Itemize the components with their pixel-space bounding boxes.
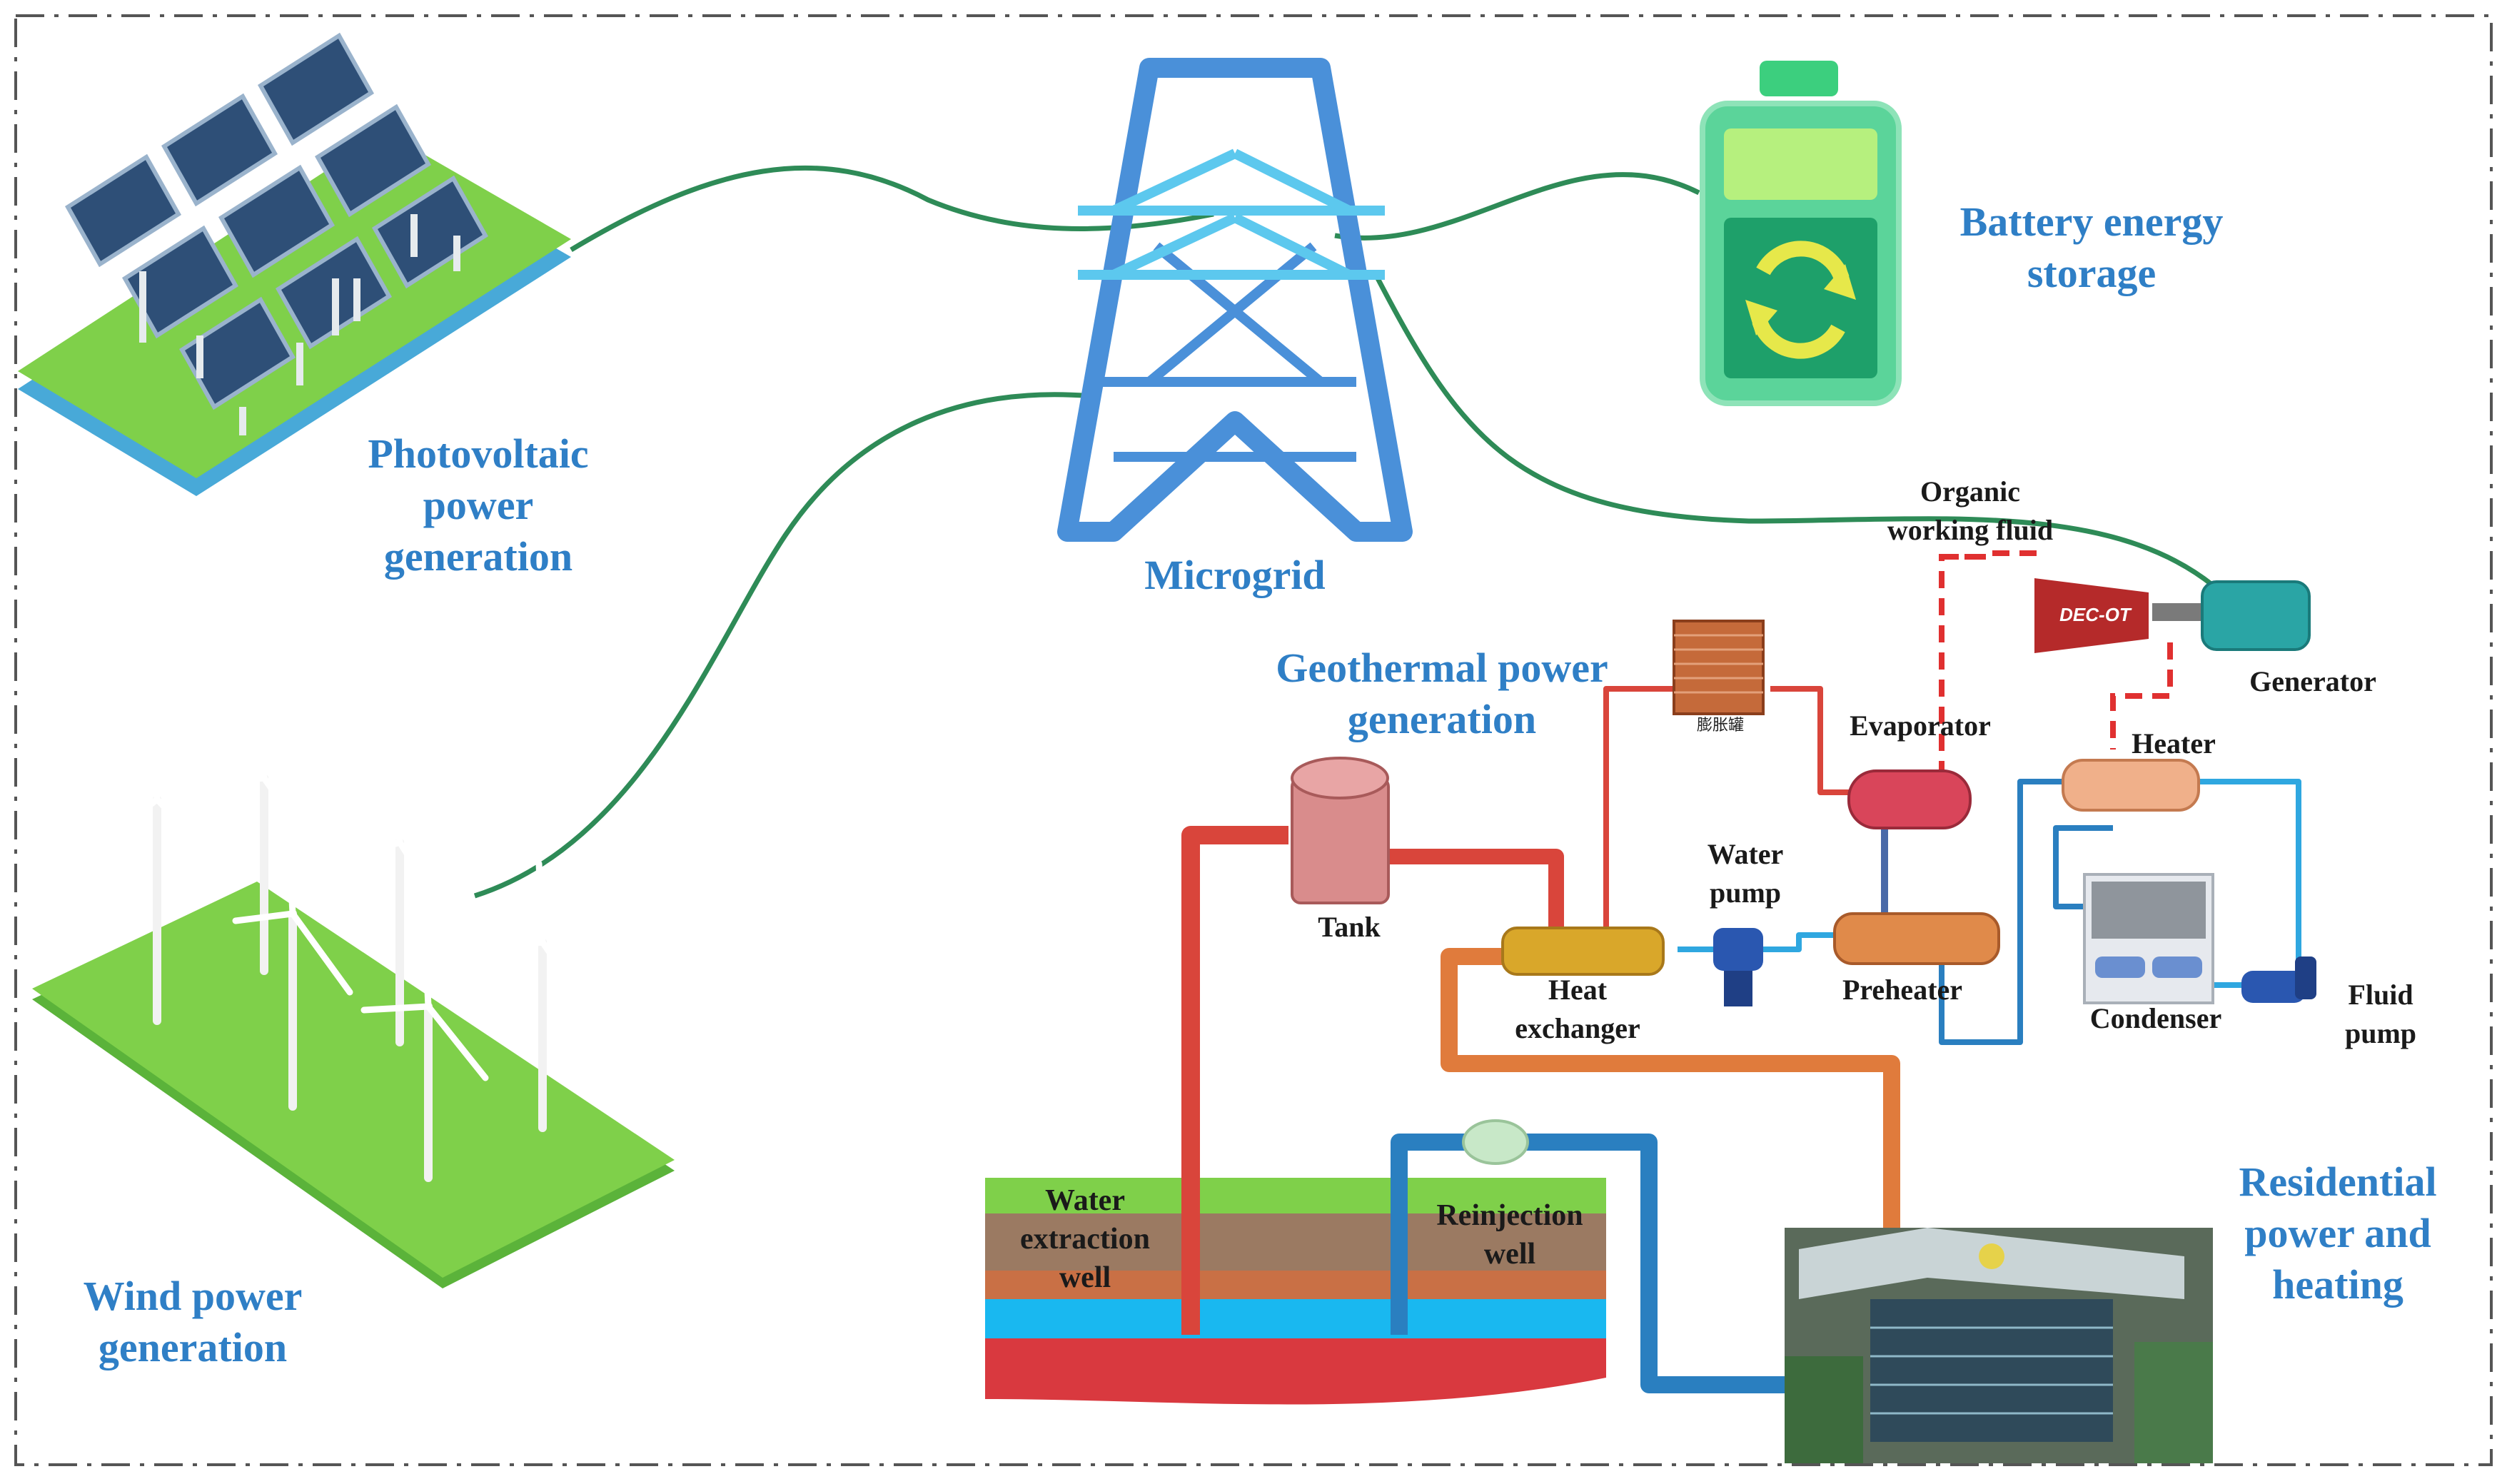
fluid-pump-label-line-2: pump bbox=[2344, 1017, 2417, 1049]
heat-exchanger bbox=[1501, 927, 1665, 976]
condenser-label-text: Condenser bbox=[2089, 1002, 2222, 1034]
battery-icon bbox=[1700, 61, 1902, 406]
geothermal-label: Geothermal power generation bbox=[1242, 642, 1642, 745]
fluid-pump-label-line-1: Fluid bbox=[2348, 979, 2413, 1011]
heat-exchanger-label: Heat exchanger bbox=[1492, 971, 1663, 1048]
expansion-tank-label-text: 膨胀罐 bbox=[1696, 716, 1744, 734]
geothermal-ground bbox=[985, 1178, 1606, 1405]
reinjection-well-line-1: Reinjection bbox=[1436, 1199, 1583, 1232]
photovoltaic-farm bbox=[18, 32, 571, 496]
residential-building bbox=[1785, 1228, 2213, 1463]
battery-label: Battery energy storage bbox=[1913, 196, 2270, 299]
residential-label-line-3: heating bbox=[2272, 1261, 2403, 1308]
line-microgrid-to-generator bbox=[1375, 277, 2215, 587]
organic-fluid-label-line-1: Organic bbox=[1920, 475, 2020, 508]
tank-label: Tank bbox=[1271, 908, 1428, 947]
water-pump-label-line-2: pump bbox=[1709, 877, 1782, 909]
organic-fluid-label: Organic working fluid bbox=[1863, 473, 2077, 550]
wind-label-line-1: Wind power bbox=[83, 1273, 303, 1319]
heater-label: Heater bbox=[2092, 725, 2256, 763]
reinjection-well-line-2: well bbox=[1483, 1238, 1536, 1271]
battery-label-line-2: storage bbox=[2027, 250, 2157, 296]
tank-label-text: Tank bbox=[1318, 911, 1381, 943]
water-extraction-well-line-1: Water bbox=[1045, 1184, 1125, 1217]
water-pump-label: Water pump bbox=[1656, 835, 1835, 912]
wind-label-line-2: generation bbox=[98, 1324, 288, 1371]
organic-fluid-loop bbox=[1939, 550, 2173, 778]
evaporator-label-text: Evaporator bbox=[1850, 710, 1991, 742]
geothermal-label-line-1: Geothermal power bbox=[1276, 645, 1608, 691]
heat-exchanger-label-line-1: Heat bbox=[1548, 974, 1608, 1006]
water-extraction-well-line-2: extraction bbox=[1020, 1223, 1150, 1256]
photovoltaic-label-line-2: power bbox=[423, 482, 534, 528]
water-extraction-well-line-3: well bbox=[1059, 1261, 1111, 1294]
preheater bbox=[1833, 912, 2000, 965]
line-battery-to-microgrid bbox=[1334, 172, 1700, 241]
microgrid-label-text: Microgrid bbox=[1144, 552, 1326, 598]
heater bbox=[2062, 759, 2200, 812]
condenser-label: Condenser bbox=[2063, 999, 2249, 1038]
pipes bbox=[1181, 686, 2301, 1393]
reinjection-well-label: Reinjection well bbox=[1413, 1196, 1606, 1273]
power-lines bbox=[473, 165, 2215, 899]
organic-fluid-label-line-2: working fluid bbox=[1887, 514, 2054, 546]
frame-border bbox=[14, 14, 2493, 1466]
microgrid-tower bbox=[1057, 58, 1413, 542]
water-extraction-well-label: Water extraction well bbox=[999, 1181, 1171, 1297]
residential-label: Residential power and heating bbox=[2220, 1156, 2456, 1311]
expansion-tank bbox=[1673, 620, 1765, 715]
generator-label: Generator bbox=[2220, 662, 2406, 701]
fluid-pump bbox=[2241, 956, 2316, 1003]
line-wind-to-microgrid bbox=[473, 392, 1093, 899]
condenser bbox=[2083, 873, 2214, 1004]
generator bbox=[2152, 580, 2311, 651]
turbine-label: DEC-OT bbox=[2059, 604, 2132, 625]
line-pv-to-microgrid bbox=[570, 165, 1214, 253]
photovoltaic-label-line-3: generation bbox=[383, 533, 573, 580]
water-pump bbox=[1713, 928, 1763, 1006]
heat-exchanger-label-line-2: exchanger bbox=[1515, 1012, 1640, 1044]
geothermal-label-line-2: generation bbox=[1347, 696, 1537, 742]
water-pump-label-line-1: Water bbox=[1707, 838, 1784, 870]
preheater-label: Preheater bbox=[1813, 971, 1992, 1009]
photovoltaic-label: Photovoltaic power generation bbox=[328, 428, 628, 582]
turbine: DEC-OT bbox=[2034, 578, 2149, 653]
evaporator bbox=[1847, 769, 1972, 829]
residential-label-line-2: power and bbox=[2244, 1210, 2431, 1256]
fluid-pump-label: Fluid pump bbox=[2309, 976, 2452, 1053]
expansion-tank-label: 膨胀罐 bbox=[1678, 716, 1763, 735]
heater-label-text: Heater bbox=[2132, 727, 2216, 759]
preheater-label-text: Preheater bbox=[1842, 974, 1963, 1006]
wind-farm bbox=[32, 696, 675, 1288]
separator-valve bbox=[1462, 1119, 1529, 1165]
tank bbox=[1291, 757, 1390, 904]
microgrid-label: Microgrid bbox=[1092, 550, 1378, 601]
wind-label: Wind power generation bbox=[50, 1271, 336, 1373]
generator-label-text: Generator bbox=[2249, 665, 2376, 697]
photovoltaic-label-line-1: Photovoltaic bbox=[368, 430, 589, 477]
battery-label-line-1: Battery energy bbox=[1959, 198, 2224, 245]
evaporator-label: Evaporator bbox=[1827, 707, 2013, 745]
residential-label-line-1: Residential bbox=[2239, 1159, 2437, 1205]
